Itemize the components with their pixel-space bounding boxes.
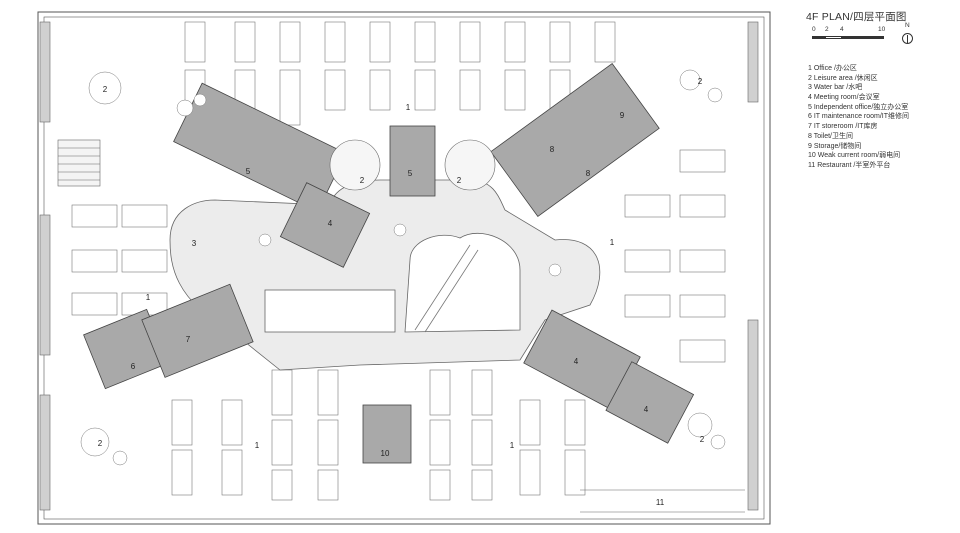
label-itstore: 7 — [186, 335, 191, 344]
north-arrow-icon — [902, 33, 913, 44]
scale-tick-2: 2 — [825, 26, 829, 33]
legend-item: 11 Restaurant /半室外平台 — [808, 161, 891, 169]
label-independent-2: 5 — [408, 169, 413, 178]
desk-group-north — [184, 21, 616, 126]
label-office-south-1: 1 — [255, 441, 260, 450]
label-meeting-1: 4 — [328, 219, 333, 228]
legend-panel: 4F PLAN/四层平面图 0 2 4 10 N 1 Office /办公区 2… — [806, 0, 956, 533]
scale-tick-10: 10 — [878, 26, 886, 33]
legend-item: 9 Storage/储物间 — [808, 142, 862, 150]
lounge-furniture — [80, 69, 726, 466]
label-restaurant: 11 — [656, 498, 665, 507]
label-meeting-2: 4 — [574, 357, 579, 366]
legend-item: 6 IT maintenance room/IT维修间 — [808, 113, 910, 121]
label-itmaint: 6 — [131, 362, 136, 371]
label-weak: 10 — [381, 449, 390, 458]
north-label: N — [905, 22, 910, 29]
label-waterbar: 3 — [192, 239, 197, 248]
label-leisure-3: 2 — [360, 176, 365, 185]
legend-list: 1 Office /办公区 2 Leisure area /休闲区 3 Wate… — [808, 64, 909, 171]
label-storage: 9 — [620, 111, 625, 120]
legend-item: 7 IT storeroom /IT库房 — [808, 123, 878, 131]
label-office-south-2: 1 — [510, 441, 515, 450]
label-leisure-4: 2 — [457, 176, 462, 185]
label-leisure-6: 2 — [700, 435, 705, 444]
legend-item: 5 Independent office/独立办公室 — [808, 103, 909, 111]
label-leisure-1: 2 — [103, 85, 108, 94]
label-leisure-2: 2 — [698, 77, 703, 86]
plan-title: 4F PLAN/四层平面图 — [806, 11, 907, 23]
scale-bar-segment — [812, 36, 826, 39]
north-arrow: N — [902, 22, 916, 48]
scale-bar-segment — [841, 36, 884, 39]
legend-item: 3 Water bar /水吧 — [808, 84, 863, 92]
label-independent-1: 5 — [246, 167, 251, 176]
leisure-pods — [329, 139, 496, 191]
label-office-north: 1 — [406, 103, 411, 112]
central-corridor — [169, 179, 601, 371]
legend-item: 1 Office /办公区 — [808, 65, 857, 72]
stair-west — [57, 139, 101, 187]
rooms-grey — [83, 62, 695, 464]
restaurant-terrace — [580, 489, 745, 513]
label-meeting-3: 4 — [644, 405, 649, 414]
label-leisure-5: 2 — [98, 439, 103, 448]
desk-group-south — [171, 369, 586, 501]
desk-group-west — [71, 204, 168, 316]
scale-tick-4: 4 — [840, 26, 844, 33]
legend-item: 2 Leisure area /休闲区 — [808, 74, 878, 82]
facade-panels — [39, 21, 759, 511]
scale-bar: 0 2 4 10 — [812, 26, 892, 46]
label-office-east: 1 — [610, 238, 615, 247]
legend-item: 10 Weak current room/弱电间 — [808, 152, 901, 160]
legend-item: 4 Meeting room/会议室 — [808, 94, 880, 102]
label-toilet-1: 8 — [550, 145, 555, 154]
label-office-west: 1 — [146, 293, 151, 302]
desk-group-east — [624, 149, 726, 363]
scale-tick-0: 0 — [812, 26, 816, 33]
legend-item: 8 Toilet/卫生间 — [808, 132, 853, 140]
label-toilet-2: 8 — [586, 169, 591, 178]
